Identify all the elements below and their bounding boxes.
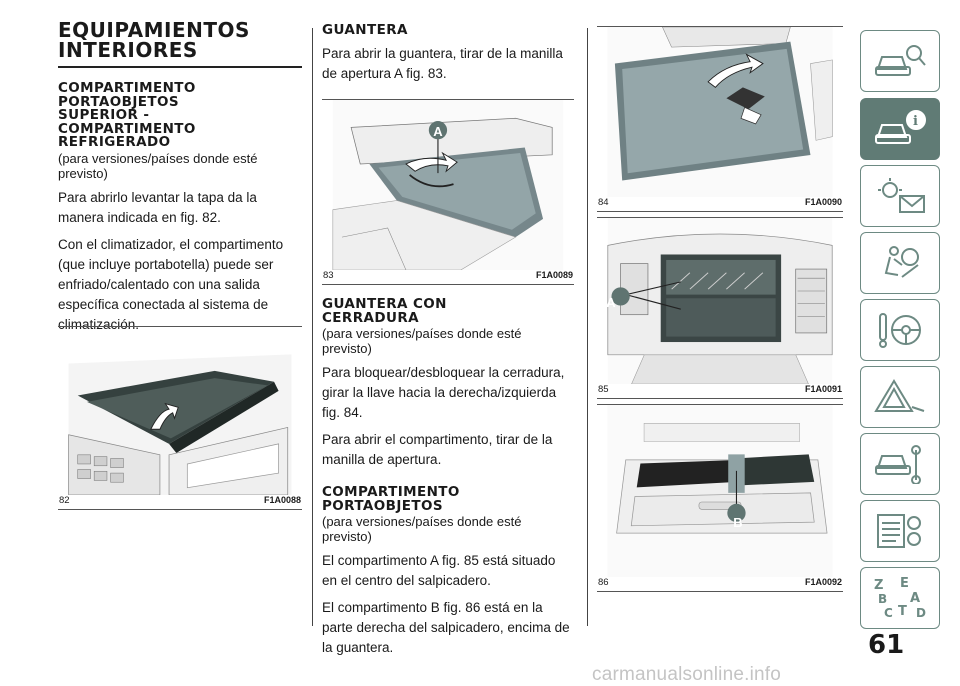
figure-number: 84 bbox=[598, 197, 609, 208]
car-search-icon bbox=[875, 45, 926, 76]
callout-label: B bbox=[733, 515, 743, 530]
paragraph: El compartimento B fig. 86 está en la pa… bbox=[322, 600, 570, 655]
figure-82: 82 F1A0088 bbox=[58, 326, 302, 510]
index-letter: Z bbox=[874, 578, 883, 593]
index-letter: D bbox=[916, 606, 926, 620]
figure-code: F1A0092 bbox=[804, 577, 842, 587]
svg-text:i: i bbox=[913, 114, 918, 129]
car-service-icon bbox=[875, 445, 921, 484]
column-left: EQUIPAMIENTOS INTERIORES COMPARTIMENTO P… bbox=[58, 20, 302, 335]
sidebar-tab-maintenance[interactable] bbox=[860, 433, 940, 495]
warning-light-icon bbox=[878, 178, 925, 213]
figure-number: 83 bbox=[323, 270, 334, 281]
paragraph: Con el climatizador, el compartimento (q… bbox=[58, 236, 284, 332]
page-number: 61 bbox=[868, 630, 905, 660]
paragraph: El compartimento A fig. 85 está situado … bbox=[322, 553, 556, 588]
steering-wheel-icon bbox=[879, 313, 921, 348]
index-letter: B bbox=[878, 592, 887, 606]
callout-label: A bbox=[606, 295, 616, 310]
figure-number: 82 bbox=[59, 495, 70, 506]
sidebar-tab-emergency[interactable] bbox=[860, 366, 940, 428]
car-info-icon: i bbox=[875, 110, 926, 144]
sidebar-tab-car-info[interactable]: i bbox=[860, 98, 940, 160]
figure-number: 85 bbox=[598, 384, 609, 395]
figure-caption: 86 F1A0092 bbox=[597, 577, 843, 588]
callout-label: A bbox=[433, 124, 443, 139]
paragraph: Para abrir la guantera, tirar de la mani… bbox=[322, 45, 563, 81]
column-divider bbox=[312, 28, 313, 626]
paragraph: Para abrir el compartimento, tirar de la… bbox=[322, 432, 553, 467]
right-compartment-illustration bbox=[607, 405, 833, 577]
figure-86: B 86 F1A0092 bbox=[597, 404, 843, 592]
index-letter: C bbox=[884, 606, 893, 620]
availability-note: (para versiones/países donde esté previs… bbox=[322, 514, 522, 544]
availability-note: (para versiones/países donde esté previs… bbox=[58, 150, 258, 181]
figure-code: F1A0089 bbox=[535, 270, 573, 280]
figure-code: F1A0088 bbox=[263, 495, 301, 505]
sidebar-tab-specifications[interactable] bbox=[860, 500, 940, 562]
section-title: GUANTERA bbox=[322, 22, 408, 38]
index-letter: T bbox=[898, 604, 907, 619]
figure-caption: 82 F1A0088 bbox=[58, 495, 302, 506]
upper-compartment-illustration bbox=[68, 354, 292, 495]
glove-box-illustration bbox=[332, 100, 564, 270]
section-title: GUANTERA CON CERRADURA bbox=[322, 296, 447, 326]
figure-code: F1A0091 bbox=[804, 384, 842, 394]
figure-code: F1A0090 bbox=[804, 197, 842, 207]
figure-84: 84 F1A0090 bbox=[597, 26, 843, 212]
warning-triangle-icon bbox=[874, 379, 925, 412]
figure-85: A 85 F1A0091 bbox=[597, 217, 843, 399]
paragraph: Para abrirlo levantar la tapa da la mane… bbox=[58, 189, 257, 225]
column-middle: GUANTERA Para abrir la guantera, tirar d… bbox=[322, 22, 574, 84]
sidebar-tab-warning-lights[interactable] bbox=[860, 165, 940, 227]
paragraph: Para bloquear/desbloquear la cerradura, … bbox=[322, 365, 565, 420]
airbag-passenger-icon bbox=[884, 246, 919, 278]
figure-caption: 85 F1A0091 bbox=[597, 384, 843, 395]
index-letter: E bbox=[900, 576, 909, 591]
section-title: COMPARTIMENTO PORTAOBJETOS SUPERIOR - CO… bbox=[58, 80, 196, 150]
sidebar-tab-car-search[interactable] bbox=[860, 30, 940, 92]
center-compartment-illustration bbox=[607, 218, 833, 384]
column-divider bbox=[587, 28, 588, 626]
specifications-icon bbox=[877, 514, 921, 548]
availability-note: (para versiones/países donde esté previs… bbox=[322, 326, 522, 356]
locking-glove-box-illustration bbox=[607, 27, 833, 197]
page-heading: EQUIPAMIENTOS INTERIORES bbox=[58, 20, 302, 68]
figure-caption: 83 F1A0089 bbox=[322, 270, 574, 281]
figure-83: A 83 F1A0089 bbox=[322, 99, 574, 285]
section-title: COMPARTIMENTO PORTAOBJETOS bbox=[322, 484, 460, 514]
column-middle-lower: GUANTERA CON CERRADURA (para versiones/p… bbox=[322, 296, 574, 658]
index-letter: A bbox=[910, 591, 920, 606]
sidebar-tab-driving[interactable] bbox=[860, 299, 940, 361]
sidebar-tab-safety[interactable] bbox=[860, 232, 940, 294]
figure-caption: 84 F1A0090 bbox=[597, 197, 843, 208]
watermark: carmanualsonline.info bbox=[592, 664, 782, 685]
figure-number: 86 bbox=[598, 577, 609, 588]
